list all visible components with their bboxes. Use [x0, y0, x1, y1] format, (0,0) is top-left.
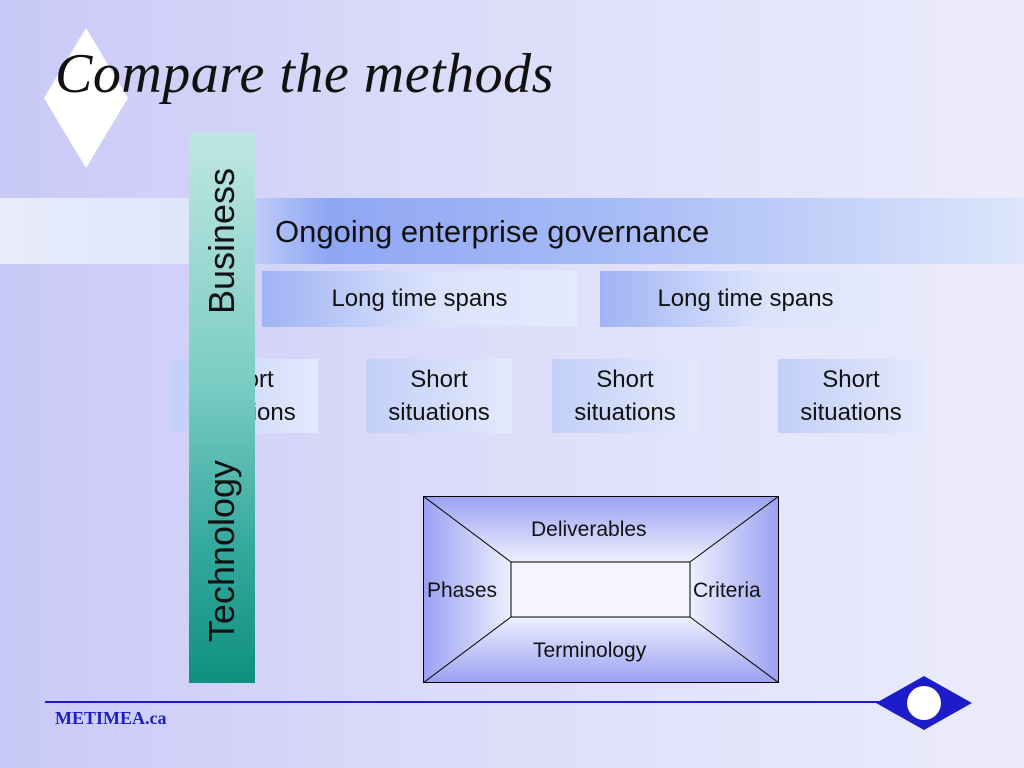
axis-label-technology: Technology: [201, 459, 242, 643]
frame-bottom-panel: [423, 617, 779, 683]
footer-divider: [45, 701, 885, 703]
time-span-label: Long time spans: [657, 285, 834, 312]
frame-right-panel: [690, 496, 779, 683]
governance-label: Ongoing enterprise governance: [275, 214, 710, 249]
framework-label-deliverables: Deliverables: [531, 518, 647, 541]
situation-box: Short situations: [778, 359, 924, 433]
footer-brand: METIMEA.ca: [55, 708, 167, 728]
time-span-box: Long time spans: [600, 271, 891, 327]
time-span-box: Long time spans: [262, 271, 577, 327]
axis-label-business: Business: [201, 167, 242, 315]
time-span-label: Long time spans: [331, 285, 508, 312]
diamond-icon: [44, 28, 128, 168]
governance-band: [0, 198, 1024, 264]
frame-top-panel: [423, 496, 779, 562]
framework-diagram: [423, 496, 779, 683]
slide-title: Compare the methods: [55, 43, 554, 105]
frame-left-panel: [423, 496, 511, 683]
framework-label-criteria: Criteria: [693, 579, 761, 602]
situation-line1: Short: [822, 366, 880, 393]
situation-line2: situations: [800, 399, 902, 426]
situation-line1: Short: [410, 366, 468, 393]
framework-label-phases: Phases: [427, 579, 498, 602]
framework-label-terminology: Terminology: [533, 639, 647, 662]
diamond-ring-icon: [876, 676, 972, 730]
situation-line2: situations: [574, 399, 676, 426]
situation-box: Short situations: [552, 359, 698, 433]
frame-center: [510, 561, 691, 618]
situation-line1: Short: [596, 366, 654, 393]
business-technology-axis: Business Technology: [189, 133, 255, 683]
situation-line2: situations: [388, 399, 490, 426]
situation-box: Short situations: [366, 359, 512, 433]
